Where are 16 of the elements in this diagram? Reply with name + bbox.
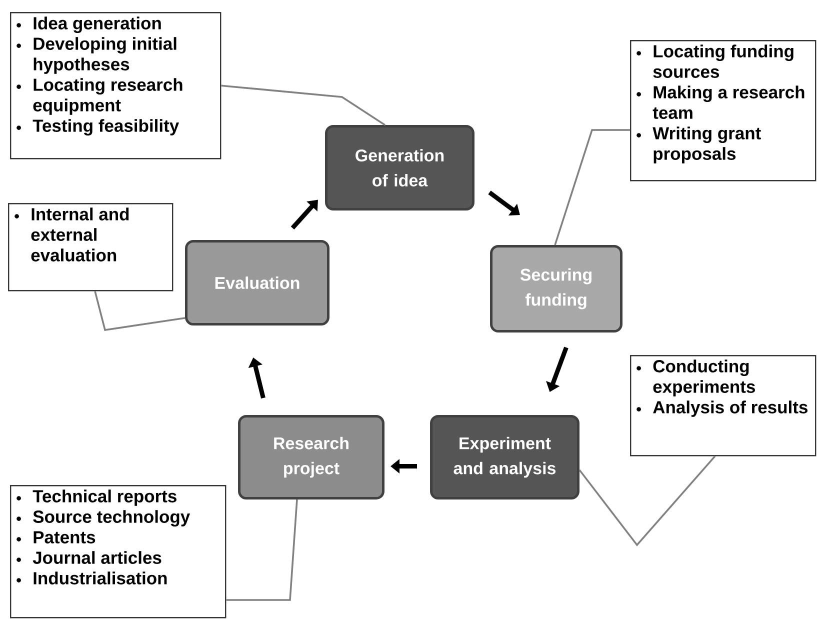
step-box: Research project [238, 415, 384, 500]
step-box: Securing funding [490, 245, 622, 332]
leader-line [554, 129, 630, 246]
bullet-list-box: Idea generation Developing initial hypotheses Locating research equipment Testing feasibility [10, 12, 222, 160]
leader-line [94, 290, 186, 331]
leader-line [578, 456, 716, 546]
leader-line [226, 499, 298, 601]
bullet-list-box: Locating funding sources Making a research team Writing grant proposals [630, 40, 816, 182]
leader-line [221, 84, 386, 126]
step-box: Experiment and analysis [430, 415, 580, 500]
bullet-list-box: Internal and external evaluation [8, 203, 174, 292]
step-box: Generation of idea [325, 125, 474, 210]
step-box: Evaluation [185, 240, 330, 326]
bullet-list-box: Technical reports Source technology Patents Journal articles Industrialisation [10, 485, 226, 618]
arrow [290, 200, 318, 230]
bullet-list-box: Conducting experiments Analysis of results [630, 355, 816, 456]
